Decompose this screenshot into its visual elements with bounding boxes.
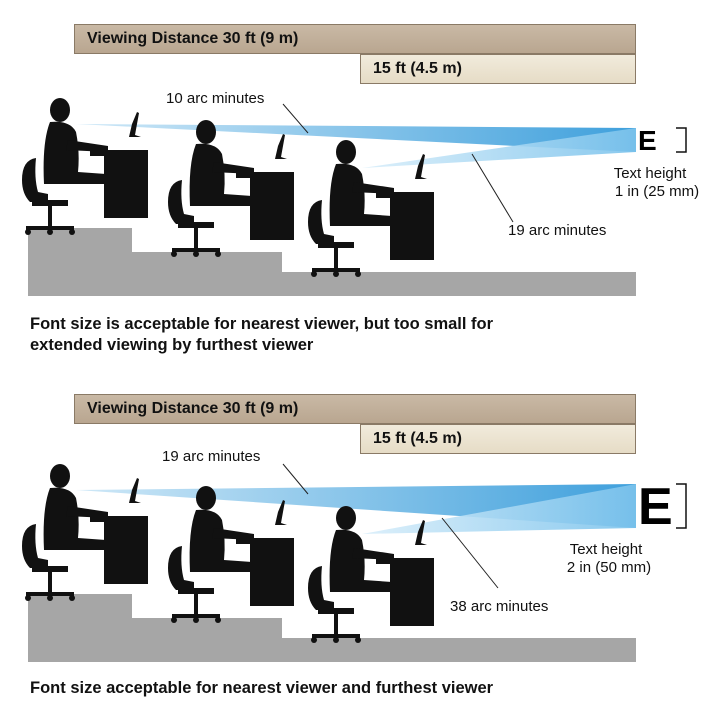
- text-height-title: Text height: [569, 541, 643, 558]
- caption-line-1: Font size acceptable for nearest viewer …: [30, 679, 494, 697]
- text-height-bracket: [676, 483, 687, 529]
- far-angle-label: 19 arc minutes: [162, 448, 261, 465]
- viewer-middle: [168, 486, 294, 623]
- text-height-value: 2 in (50 mm): [566, 559, 652, 576]
- text-height-value: 1 in (25 mm): [614, 183, 700, 200]
- near-angle-label: 19 arc minutes: [508, 222, 607, 239]
- panel-caption: Font size is acceptable for nearest view…: [30, 314, 630, 356]
- distance-bar-15ft: 15 ft (4.5 m): [360, 54, 636, 84]
- far-angle-leader: [282, 463, 309, 495]
- near-viewer-sightline: [362, 128, 636, 168]
- panel-large-text: Viewing Distance 30 ft (9 m) 15 ft (4.5 …: [0, 366, 720, 726]
- text-height-bracket: [676, 127, 687, 153]
- eye-chart-letter: E: [638, 478, 673, 536]
- distance-bar-30ft: Viewing Distance 30 ft (9 m): [74, 24, 636, 54]
- far-angle-leader: [282, 103, 309, 134]
- distance-bar-30ft: Viewing Distance 30 ft (9 m): [74, 394, 636, 424]
- panel-small-text: Viewing Distance 30 ft (9 m) 15 ft (4.5 …: [0, 0, 720, 360]
- stepped-floor: [28, 594, 636, 662]
- panel-2-illustration: [22, 463, 687, 662]
- viewer-far: [22, 98, 148, 235]
- text-height-title: Text height: [613, 165, 687, 182]
- caption-line-2: extended viewing by furthest viewer: [30, 336, 314, 354]
- panel-1-illustration: [22, 98, 687, 296]
- near-angle-leader: [441, 517, 499, 589]
- distance-bar-15ft: 15 ft (4.5 m): [360, 424, 636, 454]
- viewer-middle: [168, 120, 294, 257]
- stepped-floor: [28, 228, 636, 296]
- near-angle-label: 38 arc minutes: [450, 598, 549, 615]
- panel-caption: Font size acceptable for nearest viewer …: [30, 678, 630, 699]
- far-viewer-sightline: [76, 124, 636, 152]
- viewer-far: [22, 464, 148, 601]
- near-viewer-sightline: [362, 484, 636, 534]
- far-angle-label: 10 arc minutes: [166, 90, 265, 107]
- near-angle-leader: [471, 153, 514, 223]
- caption-line-1: Font size is acceptable for nearest view…: [30, 315, 494, 333]
- eye-chart-letter: E: [638, 125, 657, 156]
